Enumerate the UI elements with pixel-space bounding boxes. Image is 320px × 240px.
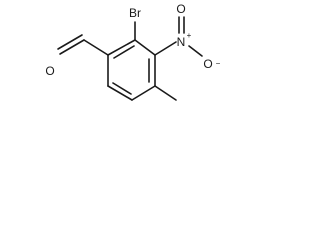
bond-cho-double-o-1 [59,39,85,55]
nitro-group: N + O O − [154,2,221,71]
aldehyde-oxygen-label: O [45,64,54,78]
molecule-drawing: O Br N + O O − [45,2,221,101]
ring-double-bond-c1-c2 [113,45,135,59]
nitro-oxygen-double-label: O [176,2,185,16]
bond-n-single-o [188,45,203,57]
ring-bond-c2-c3 [134,39,156,56]
bond-ring-to-cho [83,39,109,56]
nitro-nitrogen-label: N [177,35,186,49]
bromine-substituent: Br [129,6,141,41]
bond-cho-double-o-2 [57,34,83,50]
ring-double-bond-c5-c6 [112,82,132,95]
nitro-nitrogen-charge: + [187,31,192,40]
nitro-oxygen-charge: − [216,59,221,68]
bromine-label: Br [129,6,141,20]
ring-bond-c5-c6 [107,85,133,101]
bond-ring-to-methyl [154,85,177,101]
structure-canvas: O Br N + O O − [0,0,227,134]
aldehyde-group: O [45,34,109,78]
benzene-ring [107,39,156,101]
ring-bond-c4-c5 [131,85,156,101]
methyl-substituent [154,85,177,101]
nitro-oxygen-single-label: O [203,57,212,71]
bond-ring-to-nitro [154,41,177,56]
ring-bond-c1-c2 [107,39,136,56]
